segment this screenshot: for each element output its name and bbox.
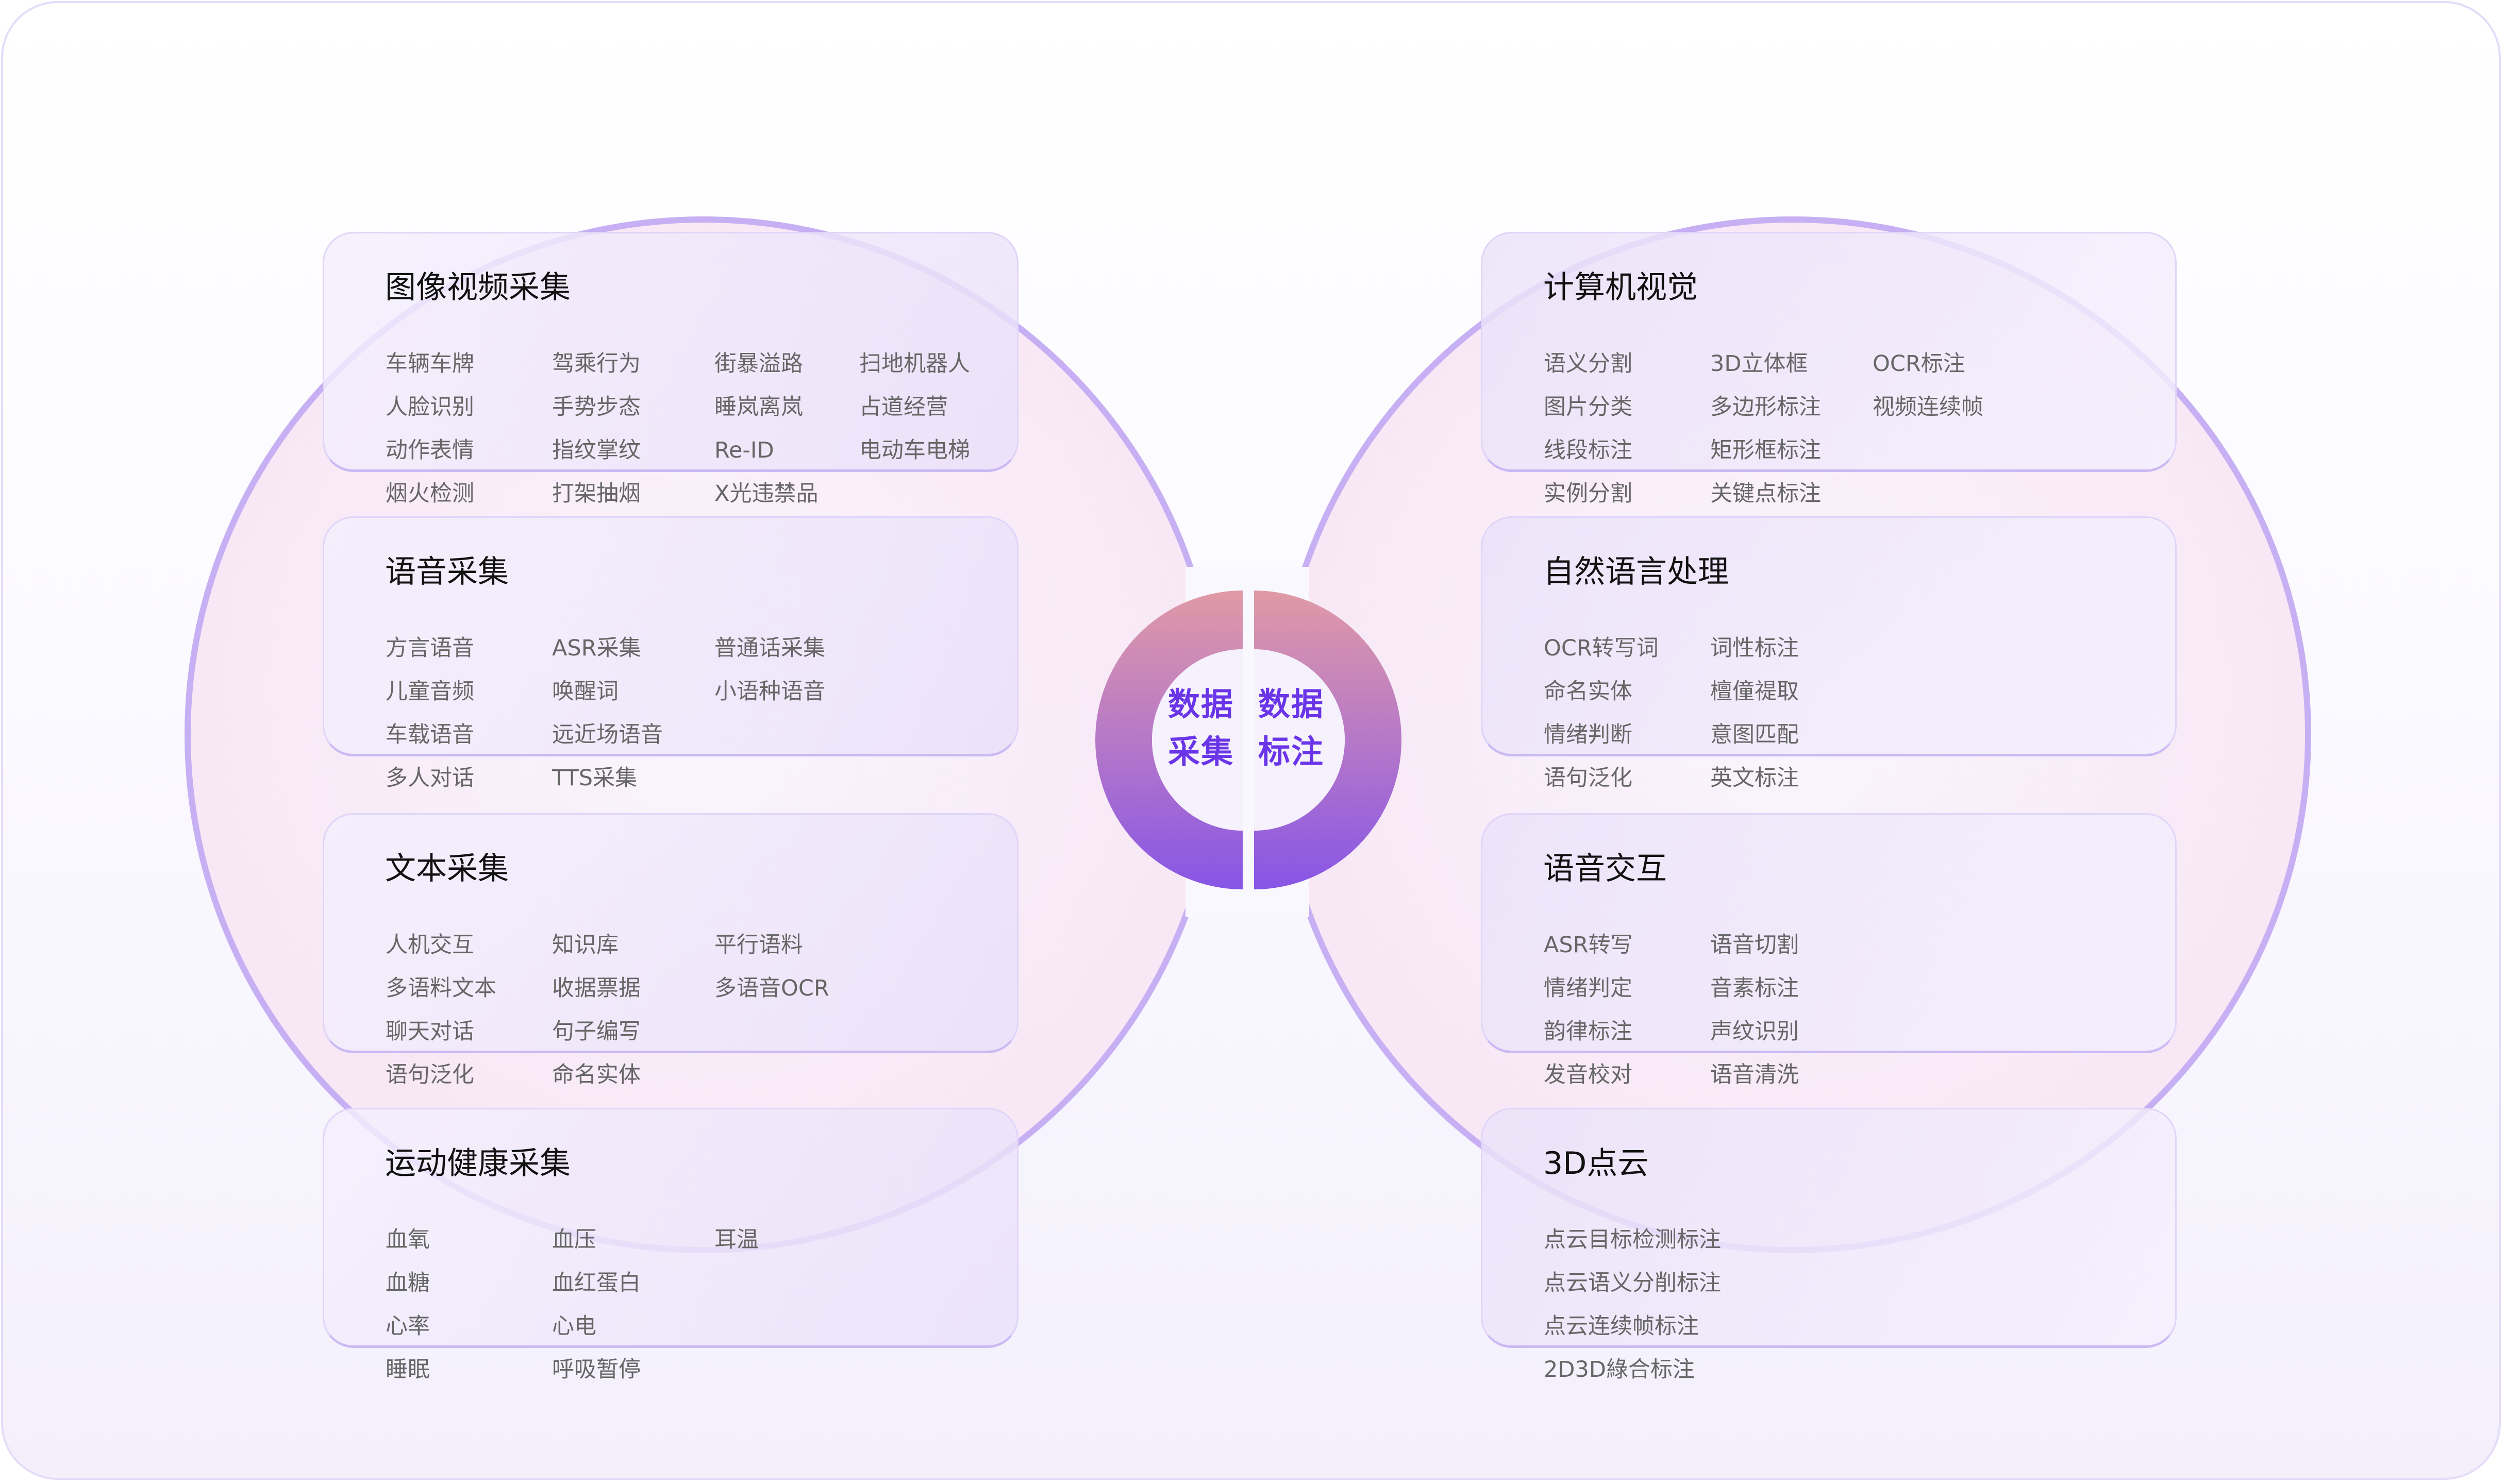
card-item: Re-ID	[714, 437, 774, 463]
right-card-0: 计算机视觉语义分割图片分类线段标注实例分割 3D立体框多边形标注矩形框标注关键点标…	[1481, 232, 2177, 505]
card-item: 情绪判定	[1544, 975, 1632, 1001]
card-item: OCR转写词	[1544, 635, 1659, 661]
card-item: 车辆车牌	[386, 351, 474, 377]
donut-right-half	[1254, 591, 1401, 889]
left-card-0: 图像视频采集车辆车牌人脸识别动作表情烟火检测 驾乘行为手势步态指纹掌纹打架抽烟 街暴…	[323, 232, 1018, 505]
left-card-3: 运动健康采集血氧血糖心率睡眠 血压血红蛋白心电呼吸暂停 耳温	[323, 1108, 1018, 1381]
card-item: 血糖	[386, 1270, 430, 1296]
card-item: 词性标注	[1710, 635, 1799, 661]
card-item: 驾乘行为	[552, 351, 641, 377]
card-item: 发音校对	[1544, 1062, 1632, 1088]
card-item: 聊天对话	[386, 1019, 474, 1044]
card-item: 命名实体	[552, 1062, 641, 1088]
card-item: ASR转写	[1544, 932, 1633, 958]
card-item: 车载语音	[386, 722, 474, 748]
donut-left-inner	[1152, 649, 1243, 831]
center-right-line2: 标注	[1258, 733, 1324, 770]
card-item: 心率	[386, 1313, 430, 1339]
card-item: 知识库	[552, 932, 619, 958]
left-card-1: 语音采集方言语音儿童音频车载语音多人对话 ASR采集唤醒词远近场语音 TTS采集 普通…	[323, 516, 1018, 789]
card-item: 血氧	[386, 1227, 430, 1253]
card-item: 点云连续帧标注	[1544, 1313, 1699, 1339]
center-right-line1: 数据	[1258, 685, 1324, 723]
card-item: 电动车电梯	[859, 437, 970, 463]
card-item: 情绪判断	[1544, 722, 1632, 748]
donut-left-half	[1095, 591, 1243, 889]
card-item: 血压	[552, 1227, 596, 1253]
card-item: 打架抽烟	[552, 481, 641, 507]
card-item: 句子编写	[552, 1019, 641, 1044]
card-item: 檀僮禔取	[1710, 679, 1799, 704]
card-item: 小语种语音	[714, 679, 825, 704]
card-item: 英文标注	[1710, 765, 1799, 791]
card-item: 远近场语音	[552, 722, 663, 748]
card-item: 音素标注	[1710, 975, 1799, 1001]
card-item: 3D立体框	[1710, 351, 1808, 377]
card-item: 关键点标注	[1710, 481, 1821, 507]
card-item: 声纹识别	[1710, 1019, 1799, 1044]
card-item: 指纹掌纹	[552, 437, 641, 463]
card-item: 多边形标注	[1710, 394, 1821, 420]
card-item: 语义分割	[1544, 351, 1632, 377]
card-item: 唤醒词	[552, 679, 619, 704]
card-title: 图像视频采集	[385, 269, 571, 306]
card-item: 手势步态	[552, 394, 641, 420]
card-item: 点云语义分削标注	[1544, 1270, 1721, 1296]
card-item: 命名实体	[1544, 679, 1632, 704]
card-title: 计算机视觉	[1543, 269, 1698, 306]
right-card-2: 语音交互 ASR转写情绪判定韵律标注发音校对 语音切割音素标注声纹识别语音清洗	[1481, 813, 2177, 1086]
card-item: 语句泛化	[386, 1062, 474, 1088]
card-title: 自然语言处理	[1543, 554, 1729, 590]
card-item: 多人对话	[386, 765, 474, 791]
card-item: 耳温	[714, 1227, 759, 1253]
card-item: 意图匹配	[1710, 722, 1799, 748]
card-item: 人机交互	[386, 932, 474, 958]
card-item: 心电	[552, 1313, 596, 1339]
card-item: TTS采集	[552, 765, 638, 791]
card-item: 韵律标注	[1544, 1019, 1632, 1044]
card-item: 语音清洗	[1710, 1062, 1799, 1088]
card-item: 普通话采集	[714, 635, 825, 661]
left-card-2: 文本采集人机交互多语料文本聊天对话语句泛化 知识库收据票据句子编写命名实体 平行语料…	[323, 813, 1018, 1086]
card-title: 语音交互	[1543, 851, 1667, 887]
card-item: 多语音OCR	[714, 975, 829, 1001]
card-item: 视频连续帧	[1873, 394, 1983, 420]
card-item: 动作表情	[386, 437, 474, 463]
center-left-line2: 采集	[1167, 733, 1234, 770]
card-item: 点云目标检测标注	[1544, 1227, 1721, 1253]
card-item: 血红蛋白	[552, 1270, 641, 1296]
card-item: 线段标注	[1544, 437, 1632, 463]
card-item: 方言语音	[386, 635, 474, 661]
card-item: 街暴溢路	[714, 351, 803, 377]
card-item: 烟火检测	[386, 481, 474, 507]
card-item: OCR标注	[1873, 351, 1965, 377]
card-title: 3D点云	[1543, 1145, 1649, 1182]
card-item: 实例分割	[1544, 481, 1632, 507]
card-item: 平行语料	[714, 932, 803, 958]
card-item: 多语料文本	[386, 975, 496, 1001]
card-item: 呼吸暂停	[552, 1357, 641, 1382]
card-title: 运动健康采集	[385, 1145, 571, 1182]
card-item: 语音切割	[1710, 932, 1799, 958]
card-item: ASR采集	[552, 635, 641, 661]
card-title: 语音采集	[385, 554, 509, 590]
card-title: 文本采集	[385, 851, 509, 887]
card-item: 收据票据	[552, 975, 641, 1001]
right-card-3: 3D点云点云目标检测标注点云语义分削标注点云连续帧标注 2D3D綠合标注	[1481, 1108, 2177, 1381]
donut-right-inner	[1254, 649, 1345, 831]
card-item: 矩形框标注	[1710, 437, 1821, 463]
card-item: 语句泛化	[1544, 765, 1632, 791]
card-item: 儿童音频	[386, 679, 474, 704]
card-item: X光违禁品	[714, 481, 819, 507]
card-item: 睡岚离岚	[714, 394, 803, 420]
center-left-line1: 数据	[1167, 685, 1234, 723]
card-item: 睡眠	[386, 1357, 430, 1382]
card-item: 图片分类	[1544, 394, 1632, 420]
card-item: 占道经营	[859, 394, 948, 420]
card-item: 扫地机器人	[859, 351, 970, 377]
card-item: 2D3D綠合标注	[1544, 1357, 1695, 1382]
right-card-1: 自然语言处理 OCR转写词命名实体情绪判断语句泛化 词性标注檀僮禔取意图匹配英文标注	[1481, 516, 2177, 789]
card-item: 人脸识别	[386, 394, 474, 420]
